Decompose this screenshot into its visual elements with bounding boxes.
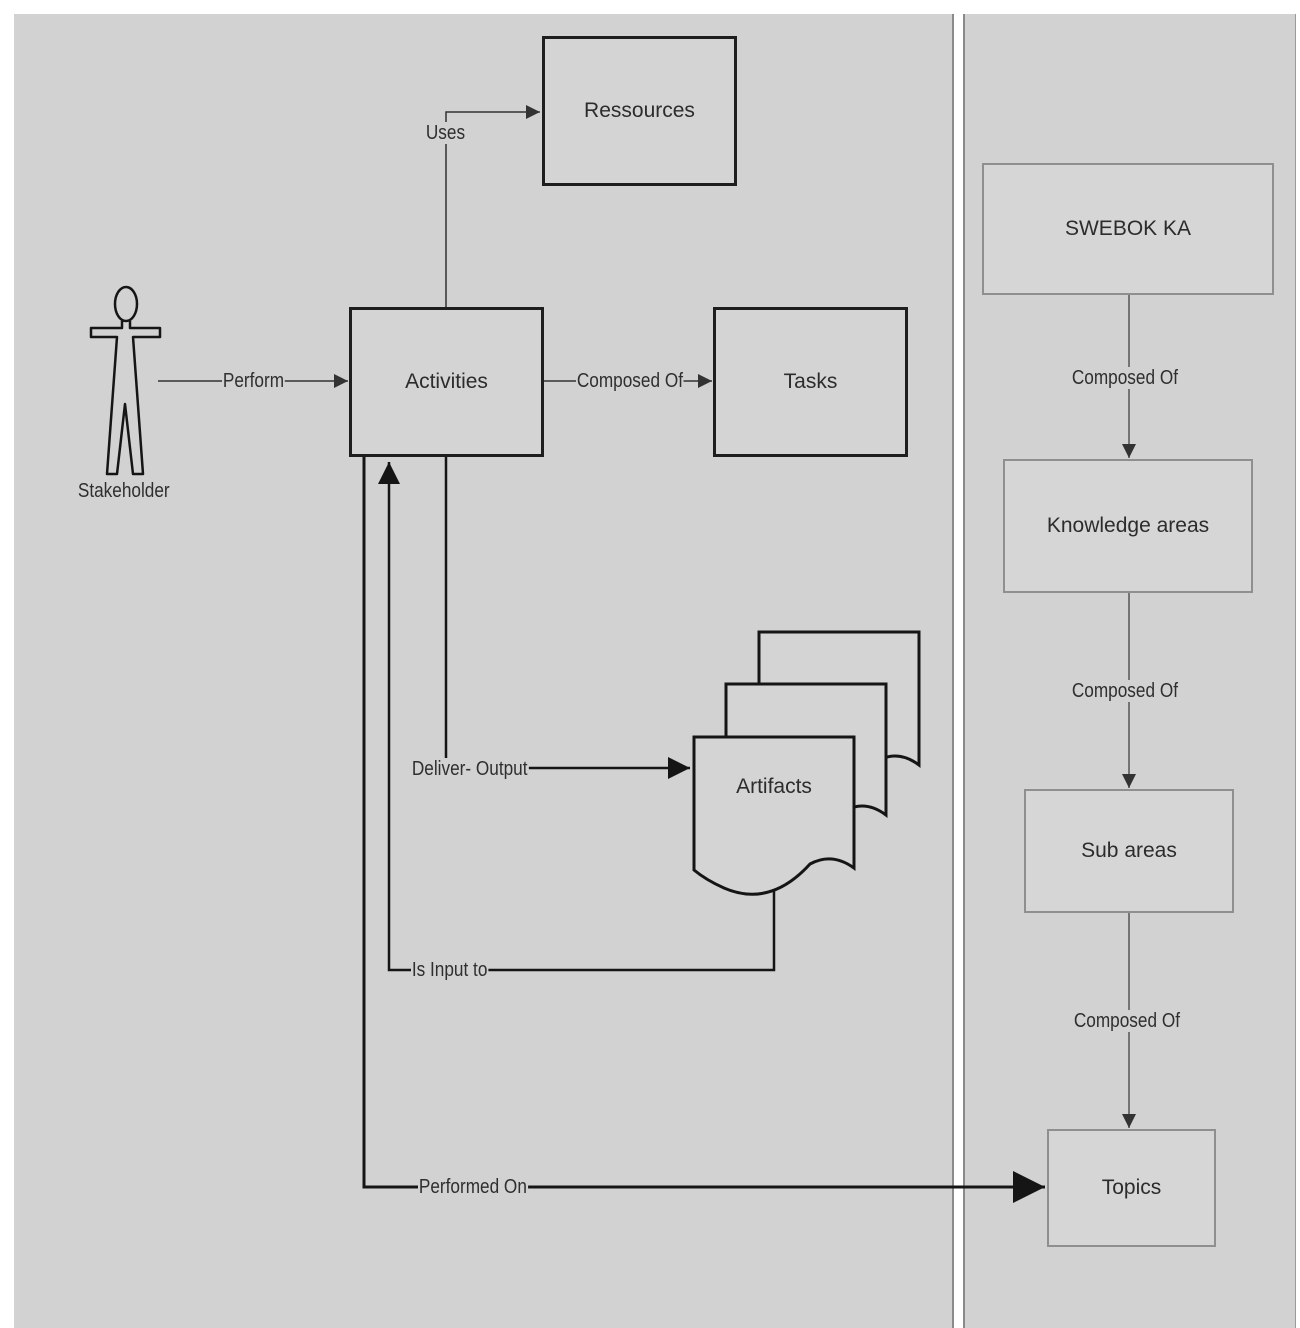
tasks-label: Tasks: [783, 370, 838, 393]
composed-of-3-label: Composed Of: [1073, 1010, 1181, 1032]
swebok-ka-label: SWEBOK KA: [1064, 217, 1192, 240]
artifacts-label: Artifacts: [736, 775, 812, 798]
sub-areas-label: Sub areas: [1081, 839, 1177, 862]
activities-node: Activities: [349, 307, 544, 457]
composed-of-1-label: Composed Of: [1071, 367, 1179, 389]
ressources-label: Ressources: [584, 99, 695, 122]
is-input-to-label: Is Input to: [411, 959, 489, 981]
sub-areas-node: Sub areas: [1024, 789, 1234, 913]
deliver-output-label: Deliver- Output: [411, 758, 529, 780]
stakeholder-icon: [89, 285, 162, 476]
activities-label: Activities: [405, 370, 488, 393]
edge-deliver-output: [444, 457, 690, 779]
knowledge-areas-label: Knowledge areas: [1046, 514, 1210, 537]
edge-performed-on: [362, 457, 1045, 1203]
artifacts-document-stack: [692, 630, 921, 896]
composed-of-2-label: Composed Of: [1071, 680, 1179, 702]
edge-uses: [445, 105, 540, 308]
uses-label: Uses: [425, 122, 466, 144]
knowledge-areas-node: Knowledge areas: [1003, 459, 1253, 593]
topics-node: Topics: [1047, 1129, 1216, 1247]
perform-label: Perform: [222, 370, 285, 392]
ressources-node: Ressources: [542, 36, 737, 186]
stakeholder-label: Stakeholder: [77, 480, 170, 502]
topics-label: Topics: [1101, 1176, 1162, 1199]
composed-of-tasks-label: Composed Of: [576, 370, 684, 392]
edge-is-input-to: [378, 462, 776, 972]
performed-on-label: Performed On: [418, 1176, 528, 1198]
swebok-ka-node: SWEBOK KA: [982, 163, 1274, 295]
tasks-node: Tasks: [713, 307, 908, 457]
